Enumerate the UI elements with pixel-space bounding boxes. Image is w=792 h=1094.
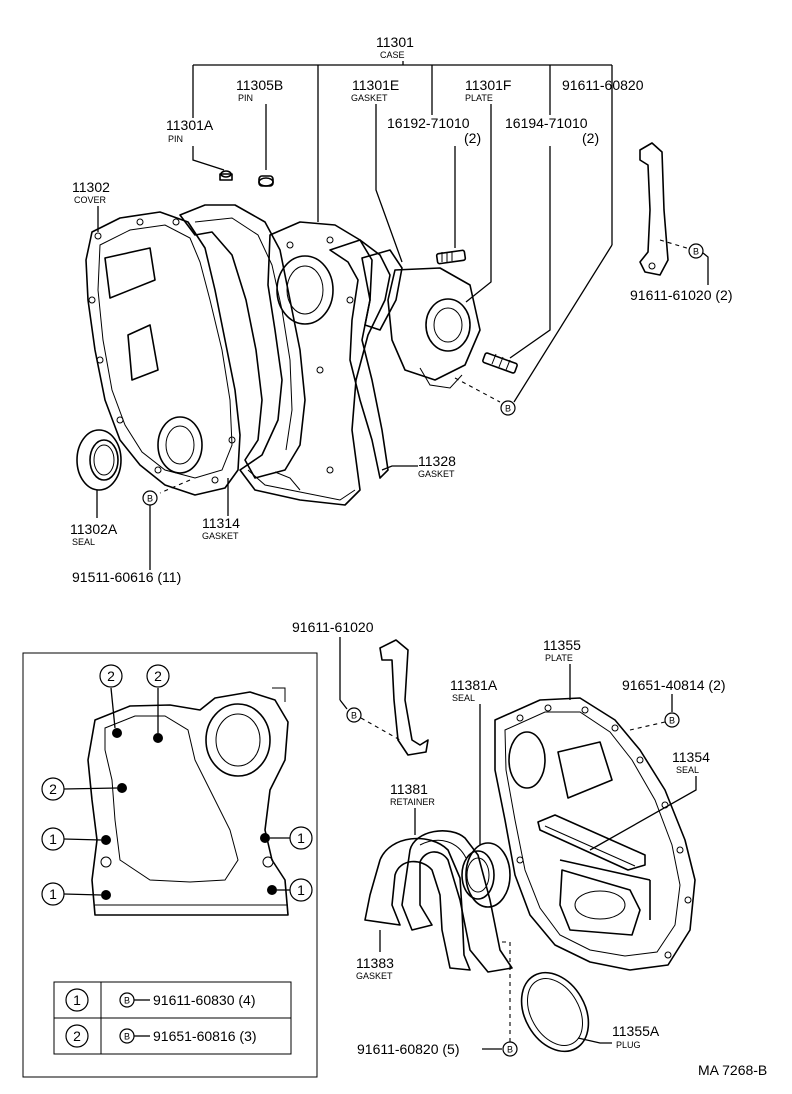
bolt-location-inset <box>22 652 318 1078</box>
bolt-marker-b: B <box>502 1041 518 1057</box>
svg-text:2: 2 <box>73 1028 81 1044</box>
legend-row-2-part: 91651-60816 (3) <box>153 1028 257 1044</box>
bolt-820-number: 91611-60820 <box>562 77 644 93</box>
pin-b-part <box>258 177 274 187</box>
pin-a-label: PIN <box>168 134 183 144</box>
plug-number: 11355A <box>612 1023 660 1039</box>
legend-row-2: 2 B 91651-60816 (3) <box>65 1024 257 1048</box>
cover-number: 11302 <box>72 179 110 195</box>
case-part <box>239 221 391 506</box>
bolt-legend-table: 1 B 91611-60830 (4) 2 B 91651-60816 (3) <box>53 981 292 1055</box>
stud-192-part <box>435 249 467 265</box>
bolt-1020-top-number: 91611-61020 (2) <box>630 287 732 303</box>
bolt-marker-b: B <box>664 712 680 728</box>
svg-text:B: B <box>669 716 675 726</box>
stud-194-part <box>482 352 518 374</box>
pin-b-number: 11305B <box>236 77 283 93</box>
inset-marker-1-right-upper: 1 <box>289 826 313 850</box>
gasket-314-label: GASKET <box>202 531 239 541</box>
bolt-marker-b: B <box>500 400 516 416</box>
inset-marker-2-top-left: 2 <box>99 664 123 688</box>
case-number: 11301 <box>376 34 414 50</box>
svg-text:1: 1 <box>297 882 305 898</box>
plate-f-label: PLATE <box>465 93 493 103</box>
stud-192-qty: (2) <box>464 130 481 146</box>
plate-355-part <box>494 697 696 971</box>
timing-cover-assembly <box>76 142 669 506</box>
svg-text:2: 2 <box>154 668 162 684</box>
bolt-1020-bottom-number: 91611-61020 <box>292 619 374 635</box>
svg-text:1: 1 <box>297 830 305 846</box>
bolt-marker-b: B <box>142 490 158 506</box>
seal-381a-number: 11381A <box>450 677 498 693</box>
inset-marker-2-top-right: 2 <box>146 664 170 688</box>
gasket-383-label: GASKET <box>356 971 393 981</box>
bracket-part <box>639 142 669 276</box>
seal-a-number: 11302A <box>70 521 118 537</box>
gasket-314-number: 11314 <box>202 515 240 531</box>
gasket-e-number: 11301E <box>352 77 399 93</box>
seal-354-part <box>537 814 646 871</box>
plug-label: PLUG <box>616 1040 641 1050</box>
retainer-number: 11381 <box>390 781 428 797</box>
inset-cover-outline <box>87 687 289 916</box>
gasket-314-part <box>179 204 306 479</box>
bracket-bottom-part <box>379 639 429 756</box>
inset-marker-1-right-lower: 1 <box>289 878 313 902</box>
svg-text:B: B <box>505 404 511 414</box>
seal-381a-part <box>461 842 511 908</box>
cover-label: COVER <box>74 195 107 205</box>
svg-text:1: 1 <box>49 831 57 847</box>
case-callout: 11301 CASE <box>192 34 613 245</box>
plate-355-label: PLATE <box>545 653 573 663</box>
plug-part <box>520 971 590 1053</box>
legend-row-1-part: 91611-60830 (4) <box>153 992 255 1008</box>
plate-f-number: 11301F <box>465 77 511 93</box>
inset-marker-1-left-lower: 1 <box>41 882 65 906</box>
svg-text:B: B <box>693 247 699 257</box>
svg-text:B: B <box>124 996 130 1006</box>
bolt-marker-b: B <box>688 243 704 259</box>
svg-text:B: B <box>124 1032 130 1042</box>
pin-a-number: 11301A <box>166 117 214 133</box>
gasket-328-label: GASKET <box>418 469 455 479</box>
pin-b-label: PIN <box>238 93 253 103</box>
retainer-label: RETAINER <box>390 797 435 807</box>
svg-text:B: B <box>507 1045 513 1055</box>
plate-355-number: 11355 <box>543 637 581 653</box>
gasket-e-part <box>361 249 403 331</box>
gasket-383-part <box>364 837 471 971</box>
cover-part <box>85 211 241 496</box>
svg-text:B: B <box>147 494 153 504</box>
inset-marker-2-left: 2 <box>41 777 65 801</box>
svg-text:2: 2 <box>49 781 57 797</box>
svg-text:2: 2 <box>107 668 115 684</box>
plate-f-part <box>387 267 481 381</box>
case-label: CASE <box>380 50 405 60</box>
figure-id: MA 7268-B <box>698 1062 767 1078</box>
bolt-820-5-number: 91611-60820 (5) <box>357 1041 459 1057</box>
seal-354-label: SEAL <box>676 765 699 775</box>
bolt-616-number: 91511-60616 (11) <box>72 569 181 585</box>
stud-194-number: 16194-71010 <box>505 115 588 131</box>
seal-a-label: SEAL <box>72 537 95 547</box>
svg-text:B: B <box>351 711 357 721</box>
gasket-e-label: GASKET <box>351 93 388 103</box>
bolt-marker-b: B <box>346 707 362 723</box>
stud-192-number: 16192-71010 <box>387 115 470 131</box>
bolt-814-number: 91651-40814 (2) <box>622 677 726 693</box>
seal-a-part <box>76 429 122 491</box>
gasket-383-number: 11383 <box>356 955 394 971</box>
gasket-328-part <box>329 239 389 479</box>
svg-text:1: 1 <box>49 886 57 902</box>
gasket-328-number: 11328 <box>418 453 456 469</box>
legend-row-1: 1 B 91611-60830 (4) <box>65 988 255 1012</box>
inset-marker-1-left-upper: 1 <box>41 827 65 851</box>
retainer-part <box>401 830 513 973</box>
stud-194-qty: (2) <box>582 130 599 146</box>
seal-354-number: 11354 <box>672 749 710 765</box>
seal-381a-label: SEAL <box>452 693 475 703</box>
svg-text:1: 1 <box>73 992 81 1008</box>
